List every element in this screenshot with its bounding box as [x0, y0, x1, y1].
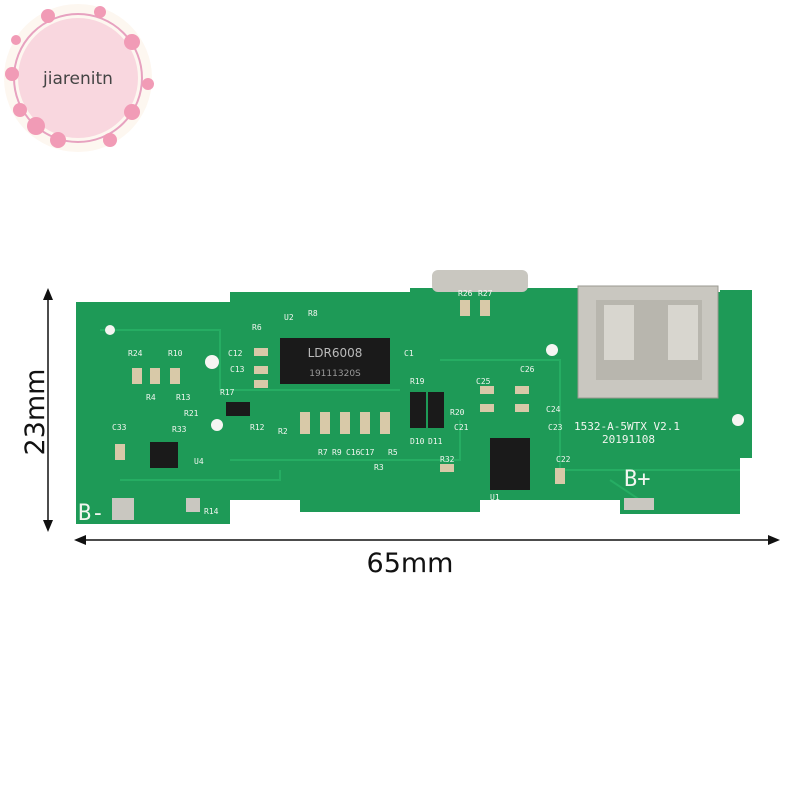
- chip-code: 19111320S: [309, 369, 361, 379]
- component-label: D10: [410, 437, 425, 446]
- component-label: R8: [308, 309, 318, 318]
- component-label: U1: [490, 493, 500, 502]
- width-dimension: [74, 535, 780, 545]
- component-label: R10: [168, 349, 183, 358]
- component-label: R17: [220, 388, 235, 397]
- component-label: R21: [184, 409, 199, 418]
- component-label: C26: [520, 365, 535, 374]
- component-label: R33: [172, 425, 187, 434]
- component-label: R19: [410, 377, 425, 386]
- width-label: 65mm: [367, 548, 454, 579]
- component-label: C13: [230, 365, 245, 374]
- component-label: U4: [194, 457, 204, 466]
- component-label: C25: [476, 377, 491, 386]
- usb-a-port: [577, 285, 719, 399]
- component-label: C22: [556, 455, 571, 464]
- component-label: C1: [404, 349, 414, 358]
- component-label: R27: [478, 289, 493, 298]
- b-plus-label: B+: [624, 467, 651, 492]
- component-label: R20: [450, 408, 465, 417]
- component-label: R6: [252, 323, 262, 332]
- component-label: C33: [112, 423, 127, 432]
- board-date: 20191108: [602, 433, 655, 446]
- watermark-logo: jiarenitn: [4, 4, 154, 152]
- component-label: R13: [176, 393, 191, 402]
- b-minus-label: B-: [78, 501, 105, 526]
- component-label: U2: [284, 313, 294, 322]
- chip-name: LDR6008: [308, 346, 363, 360]
- chip-u1: [490, 438, 530, 490]
- height-label: 23mm: [20, 369, 51, 456]
- component-label: C21: [454, 423, 469, 432]
- component-label: R32: [440, 455, 455, 464]
- watermark-text: jiarenitn: [42, 69, 113, 89]
- board-model: 1532-A-5WTX V2.1: [574, 420, 680, 433]
- component-label: R14: [204, 507, 219, 516]
- usb-c-port: [432, 270, 528, 292]
- chip-u4: [150, 442, 178, 468]
- component-label: C17: [360, 448, 375, 457]
- component-label: R24: [128, 349, 143, 358]
- component-label: C24: [546, 405, 561, 414]
- component-label: R4: [146, 393, 156, 402]
- component-label: D11: [428, 437, 443, 446]
- component-label: R7: [318, 448, 328, 457]
- component-label: C12: [228, 349, 243, 358]
- component-label: R3: [374, 463, 384, 472]
- b-minus-pad: [112, 498, 134, 520]
- height-dimension: [43, 288, 53, 532]
- component-label: R5: [388, 448, 398, 457]
- component-label: R26: [458, 289, 473, 298]
- component-label: R12: [250, 423, 265, 432]
- component-label: C16: [346, 448, 361, 457]
- ldr6008-chip: [280, 338, 390, 384]
- component-label: R2: [278, 427, 288, 436]
- b-plus-pad: [624, 498, 654, 510]
- component-label: R9: [332, 448, 342, 457]
- pcb-board: LDR6008 19111320S B- B+ 1532-A-5WTX V2.1…: [76, 270, 752, 526]
- component-label: C23: [548, 423, 563, 432]
